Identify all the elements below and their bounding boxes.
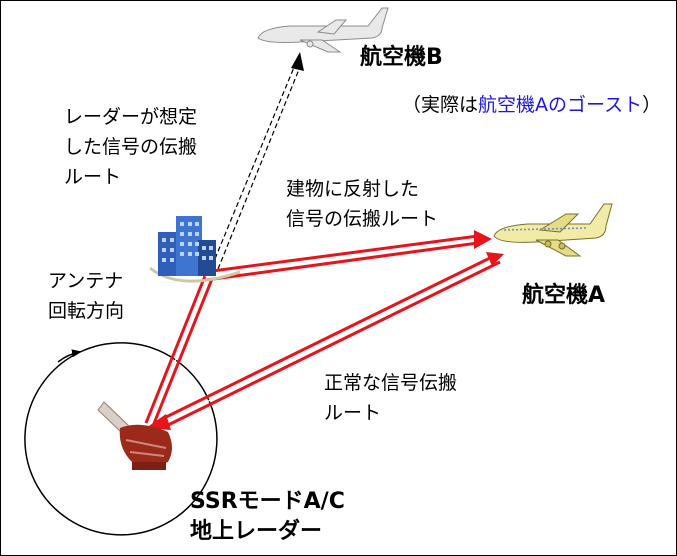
- antenna-rotation-circle: [24, 342, 218, 536]
- ghost-note-highlight: 航空機Aのゴースト: [478, 94, 643, 116]
- ghost-note: （実際は航空機Aのゴースト）: [402, 92, 661, 119]
- assumed-path-label-line2: した信号の伝搬: [64, 136, 198, 158]
- ground-radar-label-line2: 地上レーダー: [190, 519, 323, 544]
- normal-path-label-line1: 正常な信号伝搬: [324, 372, 458, 394]
- antenna-rotation-label-line1: アンテナ: [48, 270, 124, 292]
- ghost-note-close: ）: [642, 94, 662, 116]
- normal-path-label-line2: ルート: [324, 402, 382, 424]
- reflected-path-label-line1: 建物に反射した: [286, 178, 420, 200]
- assumed-path-arrow: [211, 52, 304, 270]
- aircraft-a-label: 航空機A: [522, 283, 606, 308]
- assumed-path-label-line1: レーダーが想定: [64, 106, 198, 128]
- aircraft-b-label: 航空機B: [360, 45, 443, 70]
- aircraft-b-icon: [257, 7, 389, 53]
- building-icon: [149, 216, 241, 283]
- reflected-path-label-line2: 信号の伝搬ルート: [286, 208, 439, 230]
- reflected-path-up: [144, 275, 214, 427]
- normal-path-arrow: [146, 252, 504, 430]
- reflected-path-to-aircraft-a: [204, 230, 492, 282]
- antenna-rotation-label-line2: 回転方向: [48, 300, 125, 322]
- aircraft-a-icon: [493, 203, 613, 257]
- ground-radar-label-line1: SSRモードA/C: [190, 489, 345, 514]
- assumed-path-label-line3: ルート: [64, 166, 122, 188]
- radar-antenna-icon: [97, 401, 172, 470]
- ghost-note-open: （実際は: [402, 94, 479, 116]
